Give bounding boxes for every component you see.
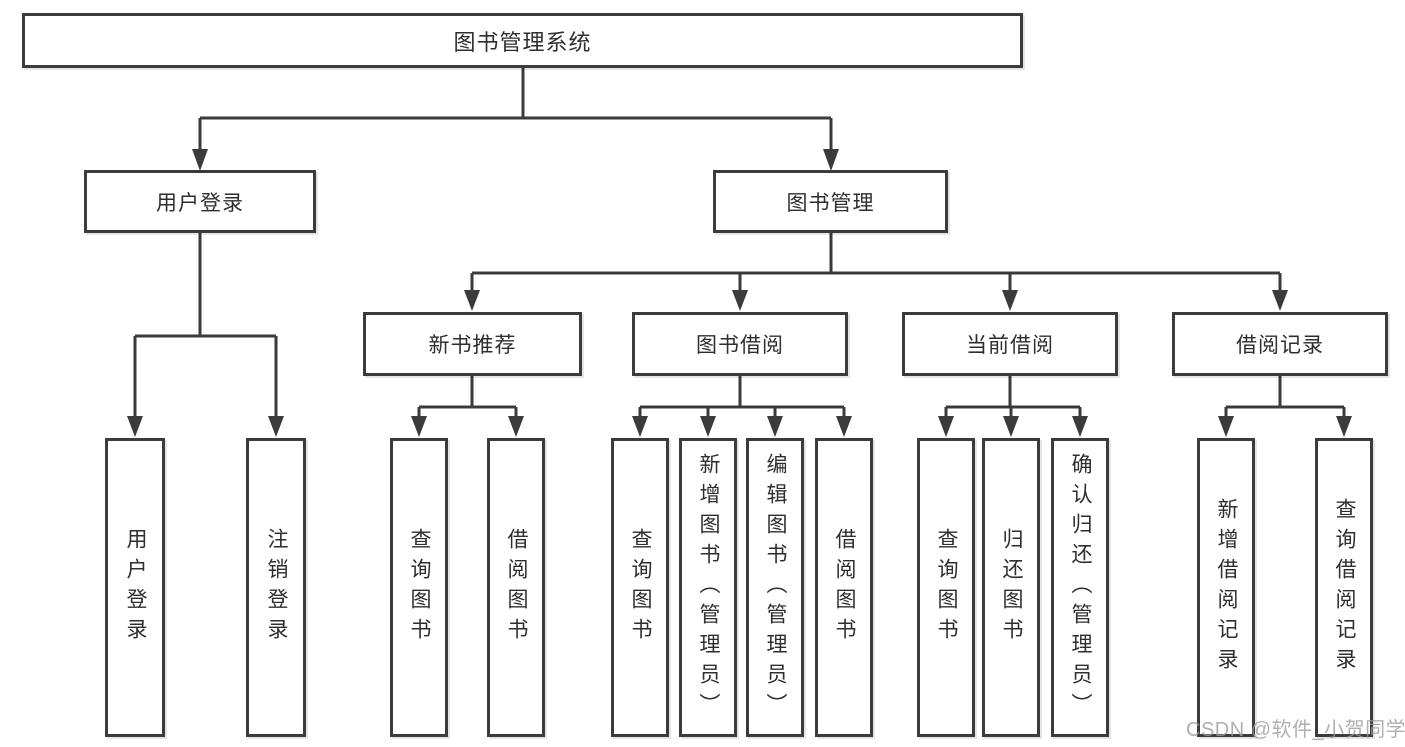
node-library-system: 图书管理系统 — [22, 13, 1023, 68]
node-leaf-edit-book-admin: 编辑图书（管理员） — [746, 438, 804, 737]
node-leaf-user-login: 用户登录 — [105, 438, 165, 737]
node-leaf-borrow-books-2: 借阅图书 — [815, 438, 873, 737]
node-leaf-query-books-3: 查询图书 — [917, 438, 975, 737]
node-book-borrow: 图书借阅 — [632, 312, 848, 376]
node-leaf-confirm-return-admin: 确认归还（管理员） — [1051, 438, 1109, 737]
node-leaf-query-borrow-record: 查询借阅记录 — [1315, 438, 1373, 737]
node-leaf-logout: 注销登录 — [246, 438, 306, 737]
csdn-watermark: CSDN @软件_小贺同学 — [1186, 719, 1405, 741]
node-user-login: 用户登录 — [84, 170, 316, 233]
node-leaf-borrow-books-1: 借阅图书 — [487, 438, 545, 737]
node-leaf-return-books: 归还图书 — [982, 438, 1040, 737]
node-leaf-add-borrow-record: 新增借阅记录 — [1197, 438, 1255, 737]
node-leaf-query-books-2: 查询图书 — [611, 438, 669, 737]
node-borrow-records: 借阅记录 — [1172, 312, 1388, 376]
node-leaf-query-books-1: 查询图书 — [390, 438, 448, 737]
node-leaf-add-book-admin: 新增图书（管理员） — [679, 438, 737, 737]
node-book-management: 图书管理 — [713, 170, 948, 233]
node-new-book-recommend: 新书推荐 — [363, 312, 582, 376]
node-current-borrow: 当前借阅 — [902, 312, 1118, 376]
